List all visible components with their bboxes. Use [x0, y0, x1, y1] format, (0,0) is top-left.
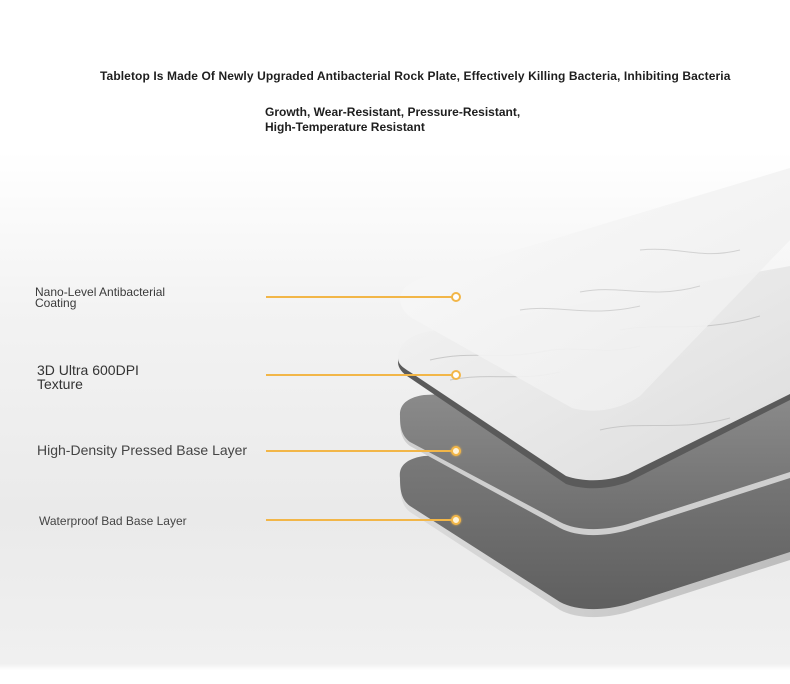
- subheadline-line-2: High-Temperature Resistant: [265, 120, 425, 134]
- layer-label-waterproof-base: Waterproof Bad Base Layer: [39, 515, 187, 528]
- layer-label-texture: 3D Ultra 600DPI Texture: [37, 363, 139, 391]
- callout-dot-pressed-base: [451, 446, 461, 456]
- layer-label-line: Coating: [35, 296, 77, 310]
- callout-dot-waterproof-base: [451, 515, 461, 525]
- layer-label-nano-coating: Nano-Level Antibacterial Coating: [35, 285, 166, 310]
- layer-label-line: 3D Ultra 600DPI: [37, 362, 139, 378]
- callout-dot-texture: [451, 370, 461, 380]
- leader-line-pressed-base: [266, 450, 452, 452]
- layer-label-line: Nano-Level Antibacterial: [35, 285, 166, 299]
- layer-label-line: Texture: [37, 376, 83, 392]
- leader-line-nano-coating: [266, 296, 452, 298]
- subheadline-line-1: Growth, Wear-Resistant, Pressure-Resista…: [265, 105, 521, 119]
- nano-coating-layer-shape: [400, 168, 790, 411]
- leader-line-texture: [266, 374, 452, 376]
- callout-dot-nano-coating: [451, 292, 461, 302]
- leader-line-waterproof-base: [266, 519, 452, 521]
- layer-label-line: High-Density Pressed Base Layer: [37, 442, 248, 458]
- headline: Tabletop Is Made Of Newly Upgraded Antib…: [100, 69, 731, 83]
- layer-label-line: Waterproof Bad Base Layer: [39, 514, 187, 528]
- layer-label-pressed-base: High-Density Pressed Base Layer: [37, 443, 247, 458]
